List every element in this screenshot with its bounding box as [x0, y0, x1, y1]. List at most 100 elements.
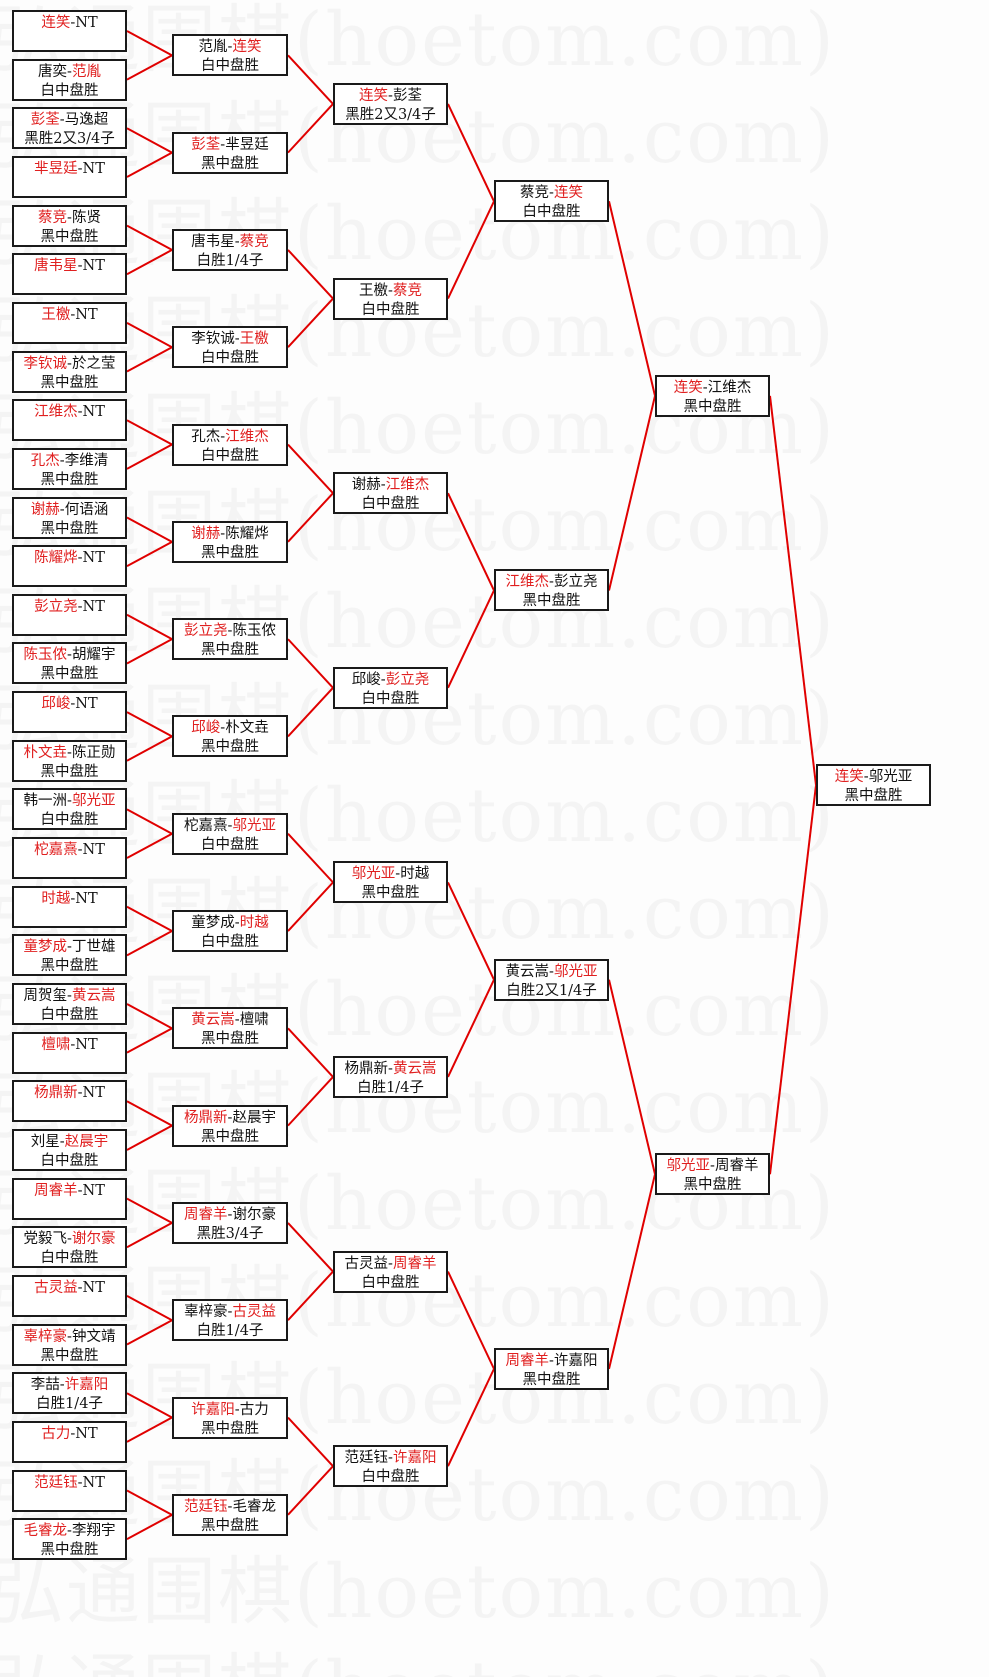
- pairing-line: 连笑-彭荃: [335, 87, 446, 106]
- separator: -: [227, 39, 233, 56]
- bracket-connector-line: [126, 249, 173, 276]
- bracket-connector-line: [126, 1100, 173, 1127]
- match-result: 白中盘胜: [40, 1250, 99, 1267]
- pairing-line: 古灵益-NT: [14, 1279, 125, 1298]
- bracket-connector-line: [126, 516, 173, 543]
- other-player: 孔杰: [191, 428, 221, 445]
- pairing-line: 唐韦星-NT: [14, 257, 125, 276]
- pairing-line: 孔杰-李维清: [14, 452, 125, 471]
- highlighted-player: 连笑: [834, 769, 864, 786]
- separator: -: [234, 1012, 240, 1029]
- round-2-match-box: 彭立尧-陈玉侬黑中盘胜: [172, 618, 288, 661]
- bracket-connector-line: [287, 833, 334, 884]
- separator: -: [234, 1401, 240, 1418]
- bracket-connector-line: [608, 395, 656, 591]
- highlighted-player: 周睿羊: [184, 1206, 228, 1223]
- match-result: 黑中盘胜: [201, 1128, 259, 1145]
- match-result: 白中盘胜: [361, 690, 420, 707]
- match-result: 白中盘胜: [201, 58, 259, 75]
- other-player: 马逸超: [64, 112, 109, 129]
- bracket-connector-line: [126, 930, 173, 957]
- separator: -: [70, 1036, 76, 1053]
- round-1-match-box: 芈昱廷-NT: [12, 155, 127, 198]
- round-2-match-box: 彭荃-芈昱廷黑中盘胜: [172, 131, 288, 174]
- other-player: NT: [82, 550, 105, 567]
- highlighted-player: 黄云嵩: [191, 1012, 235, 1029]
- highlighted-player: 王檄: [239, 331, 269, 348]
- separator: -: [59, 452, 65, 469]
- bracket-connector-line: [287, 1465, 334, 1516]
- bracket-connector-line: [287, 1270, 334, 1321]
- other-player: 周贺玺: [23, 988, 68, 1004]
- match-result: 白胜1/4子: [196, 252, 264, 269]
- highlighted-player: 黄云嵩: [392, 1060, 437, 1077]
- pairing-line: 谢赫-江维杰: [335, 476, 446, 495]
- match-result: 黑中盘胜: [844, 788, 903, 805]
- separator: -: [77, 258, 83, 275]
- separator: -: [234, 331, 240, 348]
- other-player: 彭立尧: [553, 574, 598, 591]
- bracket-connector-line: [126, 322, 173, 349]
- highlighted-player: 邬光亚: [553, 963, 598, 980]
- highlighted-player: 连笑: [673, 379, 703, 396]
- pairing-line: 朴文垚-陈正勋: [14, 744, 125, 763]
- pairing-line: 王檄-蔡竞: [335, 282, 446, 301]
- other-player: NT: [75, 1425, 98, 1442]
- separator: -: [77, 1182, 83, 1199]
- other-player: 李钦诚: [191, 331, 235, 348]
- match-result: 黑中盘胜: [683, 1177, 742, 1194]
- pairing-line: 芈昱廷-NT: [14, 160, 125, 179]
- separator: -: [388, 282, 393, 299]
- other-player: 於之莹: [71, 355, 116, 372]
- round-1-match-box: 彭立尧-NT: [12, 593, 127, 636]
- round-3-match-box: 王檄-蔡竞白中盘胜: [333, 277, 448, 320]
- pairing-line: 邱峻-彭立尧: [335, 671, 446, 690]
- highlighted-player: 江维杰: [34, 404, 78, 421]
- highlighted-player: 邬光亚: [351, 866, 396, 883]
- separator: -: [220, 525, 226, 542]
- bracket-connector-line: [287, 54, 334, 105]
- bracket-connector-line: [126, 127, 173, 154]
- bracket-connector-line: [287, 443, 334, 494]
- highlighted-player: 陈耀烨: [34, 550, 78, 567]
- round-2-match-box: 邱峻-朴文垚黑中盘胜: [172, 715, 288, 758]
- match-result: 白中盘胜: [40, 1007, 99, 1023]
- pairing-line: 李钦诚-於之莹: [14, 355, 125, 374]
- highlighted-player: 范廷钰: [34, 1474, 78, 1491]
- round-1-match-box: 李喆-许嘉阳白胜1/4子: [12, 1372, 127, 1415]
- round-1-match-box: 毛睿龙-李翔宇黑中盘胜: [12, 1518, 127, 1561]
- pairing-line: 黄云嵩-邬光亚: [496, 963, 607, 982]
- separator: -: [59, 112, 65, 129]
- pairing-line: 彭立尧-NT: [14, 598, 125, 617]
- separator: -: [77, 598, 83, 615]
- bracket-connector-line: [287, 1027, 334, 1078]
- round-1-match-box: 孔杰-李维清黑中盘胜: [12, 447, 127, 490]
- pairing-line: 周睿羊-谢尔豪: [174, 1206, 286, 1225]
- separator: -: [77, 160, 83, 177]
- other-player: 毛睿龙: [232, 1498, 276, 1515]
- match-result: [14, 860, 125, 879]
- other-player: 邱峻: [351, 671, 381, 688]
- other-player: 钟文靖: [71, 1328, 116, 1345]
- highlighted-player: 蔡竞: [239, 233, 269, 250]
- pairing-line: 古力-NT: [14, 1425, 125, 1444]
- pairing-line: 韩一洲-邬光亚: [14, 792, 125, 811]
- round-1-match-box: 陈耀烨-NT: [12, 545, 127, 588]
- round-1-match-box: 周睿羊-NT: [12, 1177, 127, 1220]
- other-player: 陈贤: [71, 209, 101, 226]
- other-player: 李维清: [64, 452, 109, 469]
- semifinal-match-box: 邬光亚-周睿羊黑中盘胜: [655, 1153, 770, 1196]
- bracket-connector-line: [126, 832, 173, 859]
- separator: -: [702, 379, 708, 396]
- other-player: 江维杰: [707, 379, 752, 396]
- round-1-match-box: 古力-NT: [12, 1420, 127, 1463]
- pairing-line: 党毅飞-谢尔豪: [14, 1230, 125, 1249]
- round-1-match-box: 童梦成-丁世雄黑中盘胜: [12, 934, 127, 977]
- pairing-line: 范廷钰-NT: [14, 1474, 125, 1493]
- highlighted-player: 连笑: [232, 39, 262, 56]
- round-1-match-box: 唐韦星-NT: [12, 253, 127, 296]
- pairing-line: 江维杰-NT: [14, 403, 125, 422]
- match-result: 黑中盘胜: [201, 544, 259, 561]
- separator: -: [227, 1206, 233, 1223]
